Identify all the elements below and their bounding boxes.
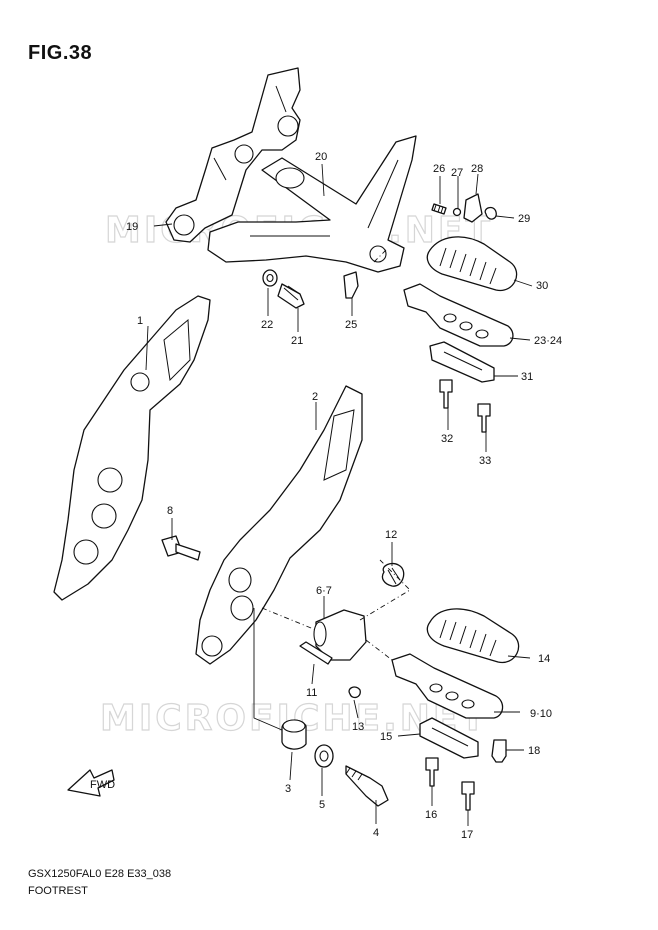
part-33-bolt[interactable] xyxy=(477,403,491,433)
part-26-spring[interactable] xyxy=(431,203,447,215)
callout-17: 17 xyxy=(461,829,473,841)
part-6-7-pivot[interactable] xyxy=(313,609,367,661)
part-23-24-footpeg[interactable] xyxy=(403,283,514,347)
callout-14: 14 xyxy=(538,653,550,665)
callout-21: 21 xyxy=(291,335,303,347)
callout-3: 3 xyxy=(285,783,291,795)
callout-1: 1 xyxy=(137,315,143,327)
part-31-plate[interactable] xyxy=(429,341,495,383)
part-20-footpeg-bracket[interactable] xyxy=(207,135,417,273)
part-17-bolt[interactable] xyxy=(461,781,475,811)
callout-11: 11 xyxy=(306,687,317,699)
callout-13: 13 xyxy=(352,721,364,733)
part-16-bolt[interactable] xyxy=(425,757,439,787)
part-32-bolt[interactable] xyxy=(439,379,453,409)
callout-32: 32 xyxy=(441,433,453,445)
part-5-washer[interactable] xyxy=(314,744,334,768)
callout-19: 19 xyxy=(126,221,138,233)
part-12-spring[interactable] xyxy=(381,562,405,587)
callout-33: 33 xyxy=(479,455,491,467)
part-15-plate[interactable] xyxy=(419,717,479,759)
callout-31: 31 xyxy=(521,371,533,383)
callout-25: 25 xyxy=(345,319,357,331)
part-1-heel-guard[interactable] xyxy=(53,295,211,601)
callout-18: 18 xyxy=(528,745,540,757)
figure-code: GSX1250FAL0 E28 E33_038 xyxy=(28,868,172,880)
callout-8: 8 xyxy=(167,505,173,517)
callout-4: 4 xyxy=(373,827,379,839)
part-30-footpeg-rubber[interactable] xyxy=(426,236,518,292)
fwd-label: FWD xyxy=(90,779,115,791)
figure-name: FOOTREST xyxy=(28,885,88,897)
assembly-line xyxy=(359,559,411,621)
assembly-line xyxy=(261,607,317,631)
assembly-line xyxy=(373,247,389,263)
part-21-bolt[interactable] xyxy=(277,283,305,309)
part-13-clip[interactable] xyxy=(348,686,361,699)
callout-27: 27 xyxy=(451,167,463,179)
part-18-bolt[interactable] xyxy=(491,739,507,763)
part-2-step-bracket[interactable] xyxy=(195,385,363,665)
part-4-bolt[interactable] xyxy=(345,765,389,807)
callout-20: 20 xyxy=(315,151,327,163)
part-14-footpeg-rubber[interactable] xyxy=(426,608,520,664)
part-27-ball[interactable] xyxy=(452,207,462,217)
callout-12: 12 xyxy=(385,529,397,541)
part-29-clip[interactable] xyxy=(484,206,497,220)
figure-title: FIG.38 xyxy=(28,42,93,64)
part-25-bolt[interactable] xyxy=(343,271,359,299)
callout-26: 26 xyxy=(433,163,445,175)
fwd-arrow-icon: FWD xyxy=(67,769,115,797)
part-3-collar[interactable] xyxy=(281,719,307,750)
part-9-10-footpeg[interactable] xyxy=(391,653,504,719)
leader-lines xyxy=(145,163,533,826)
callout-6-7: 6·7 xyxy=(316,585,332,597)
callout-22: 22 xyxy=(261,319,273,331)
callout-30: 30 xyxy=(536,280,548,292)
part-28-plate[interactable] xyxy=(463,193,483,223)
callout-16: 16 xyxy=(425,809,437,821)
callout-28: 28 xyxy=(471,163,483,175)
part-22-washer[interactable] xyxy=(262,269,278,287)
part-11-pin[interactable] xyxy=(299,641,333,665)
callout-23-24: 23·24 xyxy=(534,335,562,347)
callout-15: 15 xyxy=(380,731,392,743)
callout-29: 29 xyxy=(518,213,530,225)
part-8-bolt[interactable] xyxy=(161,535,201,561)
callout-2: 2 xyxy=(312,391,318,403)
callout-5: 5 xyxy=(319,799,325,811)
callout-9-10: 9·10 xyxy=(530,708,552,720)
part-19-bracket[interactable] xyxy=(165,67,301,243)
assembly-line xyxy=(365,639,393,661)
